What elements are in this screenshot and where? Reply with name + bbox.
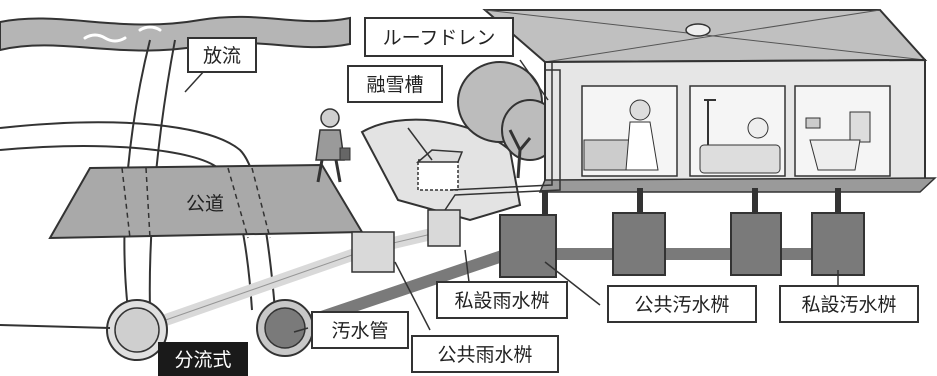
- private-sewage-basins: [612, 188, 865, 276]
- label-shisetsu-osui: 私設汚水桝: [779, 285, 919, 323]
- private-rain-basin: [427, 209, 461, 247]
- label-koudou: 公道: [186, 193, 224, 215]
- label-kokyo-usui: 公共雨水桝: [411, 335, 559, 373]
- label-kokyo-osui: 公共汚水桝: [607, 285, 757, 323]
- label-osui-kan: 汚水管: [311, 311, 409, 349]
- label-shisetsu-usui: 私設雨水桝: [436, 281, 568, 319]
- label-bunryu: 分流式: [158, 342, 248, 376]
- svg-text:分流式: 分流式: [174, 349, 231, 371]
- svg-text:公共汚水桝: 公共汚水桝: [634, 294, 729, 316]
- sewage-main: [256, 299, 314, 357]
- svg-text:私設雨水桝: 私設雨水桝: [454, 290, 549, 312]
- svg-text:融雪槽: 融雪槽: [366, 74, 423, 96]
- house: [482, 9, 937, 193]
- svg-text:公道: 公道: [186, 193, 224, 215]
- svg-text:ルーフドレン: ルーフドレン: [383, 27, 496, 49]
- public-rain-basin: [351, 231, 395, 273]
- river: [0, 15, 351, 52]
- rain-main: [106, 299, 168, 361]
- label-yusetsu: 融雪槽: [347, 65, 443, 103]
- public-sewage-basin: [499, 190, 557, 278]
- person-icon: [315, 108, 351, 183]
- roof-drain-pipe: [444, 62, 561, 211]
- svg-text:汚水管: 汚水管: [331, 320, 388, 342]
- svg-text:公共雨水桝: 公共雨水桝: [437, 344, 532, 366]
- svg-text:私設汚水桝: 私設汚水桝: [801, 294, 896, 316]
- snow-melt-tank: [415, 149, 464, 191]
- svg-text:放流: 放流: [203, 45, 241, 67]
- label-roof-drain: ルーフドレン: [364, 17, 514, 57]
- label-houryu: 放流: [187, 37, 257, 73]
